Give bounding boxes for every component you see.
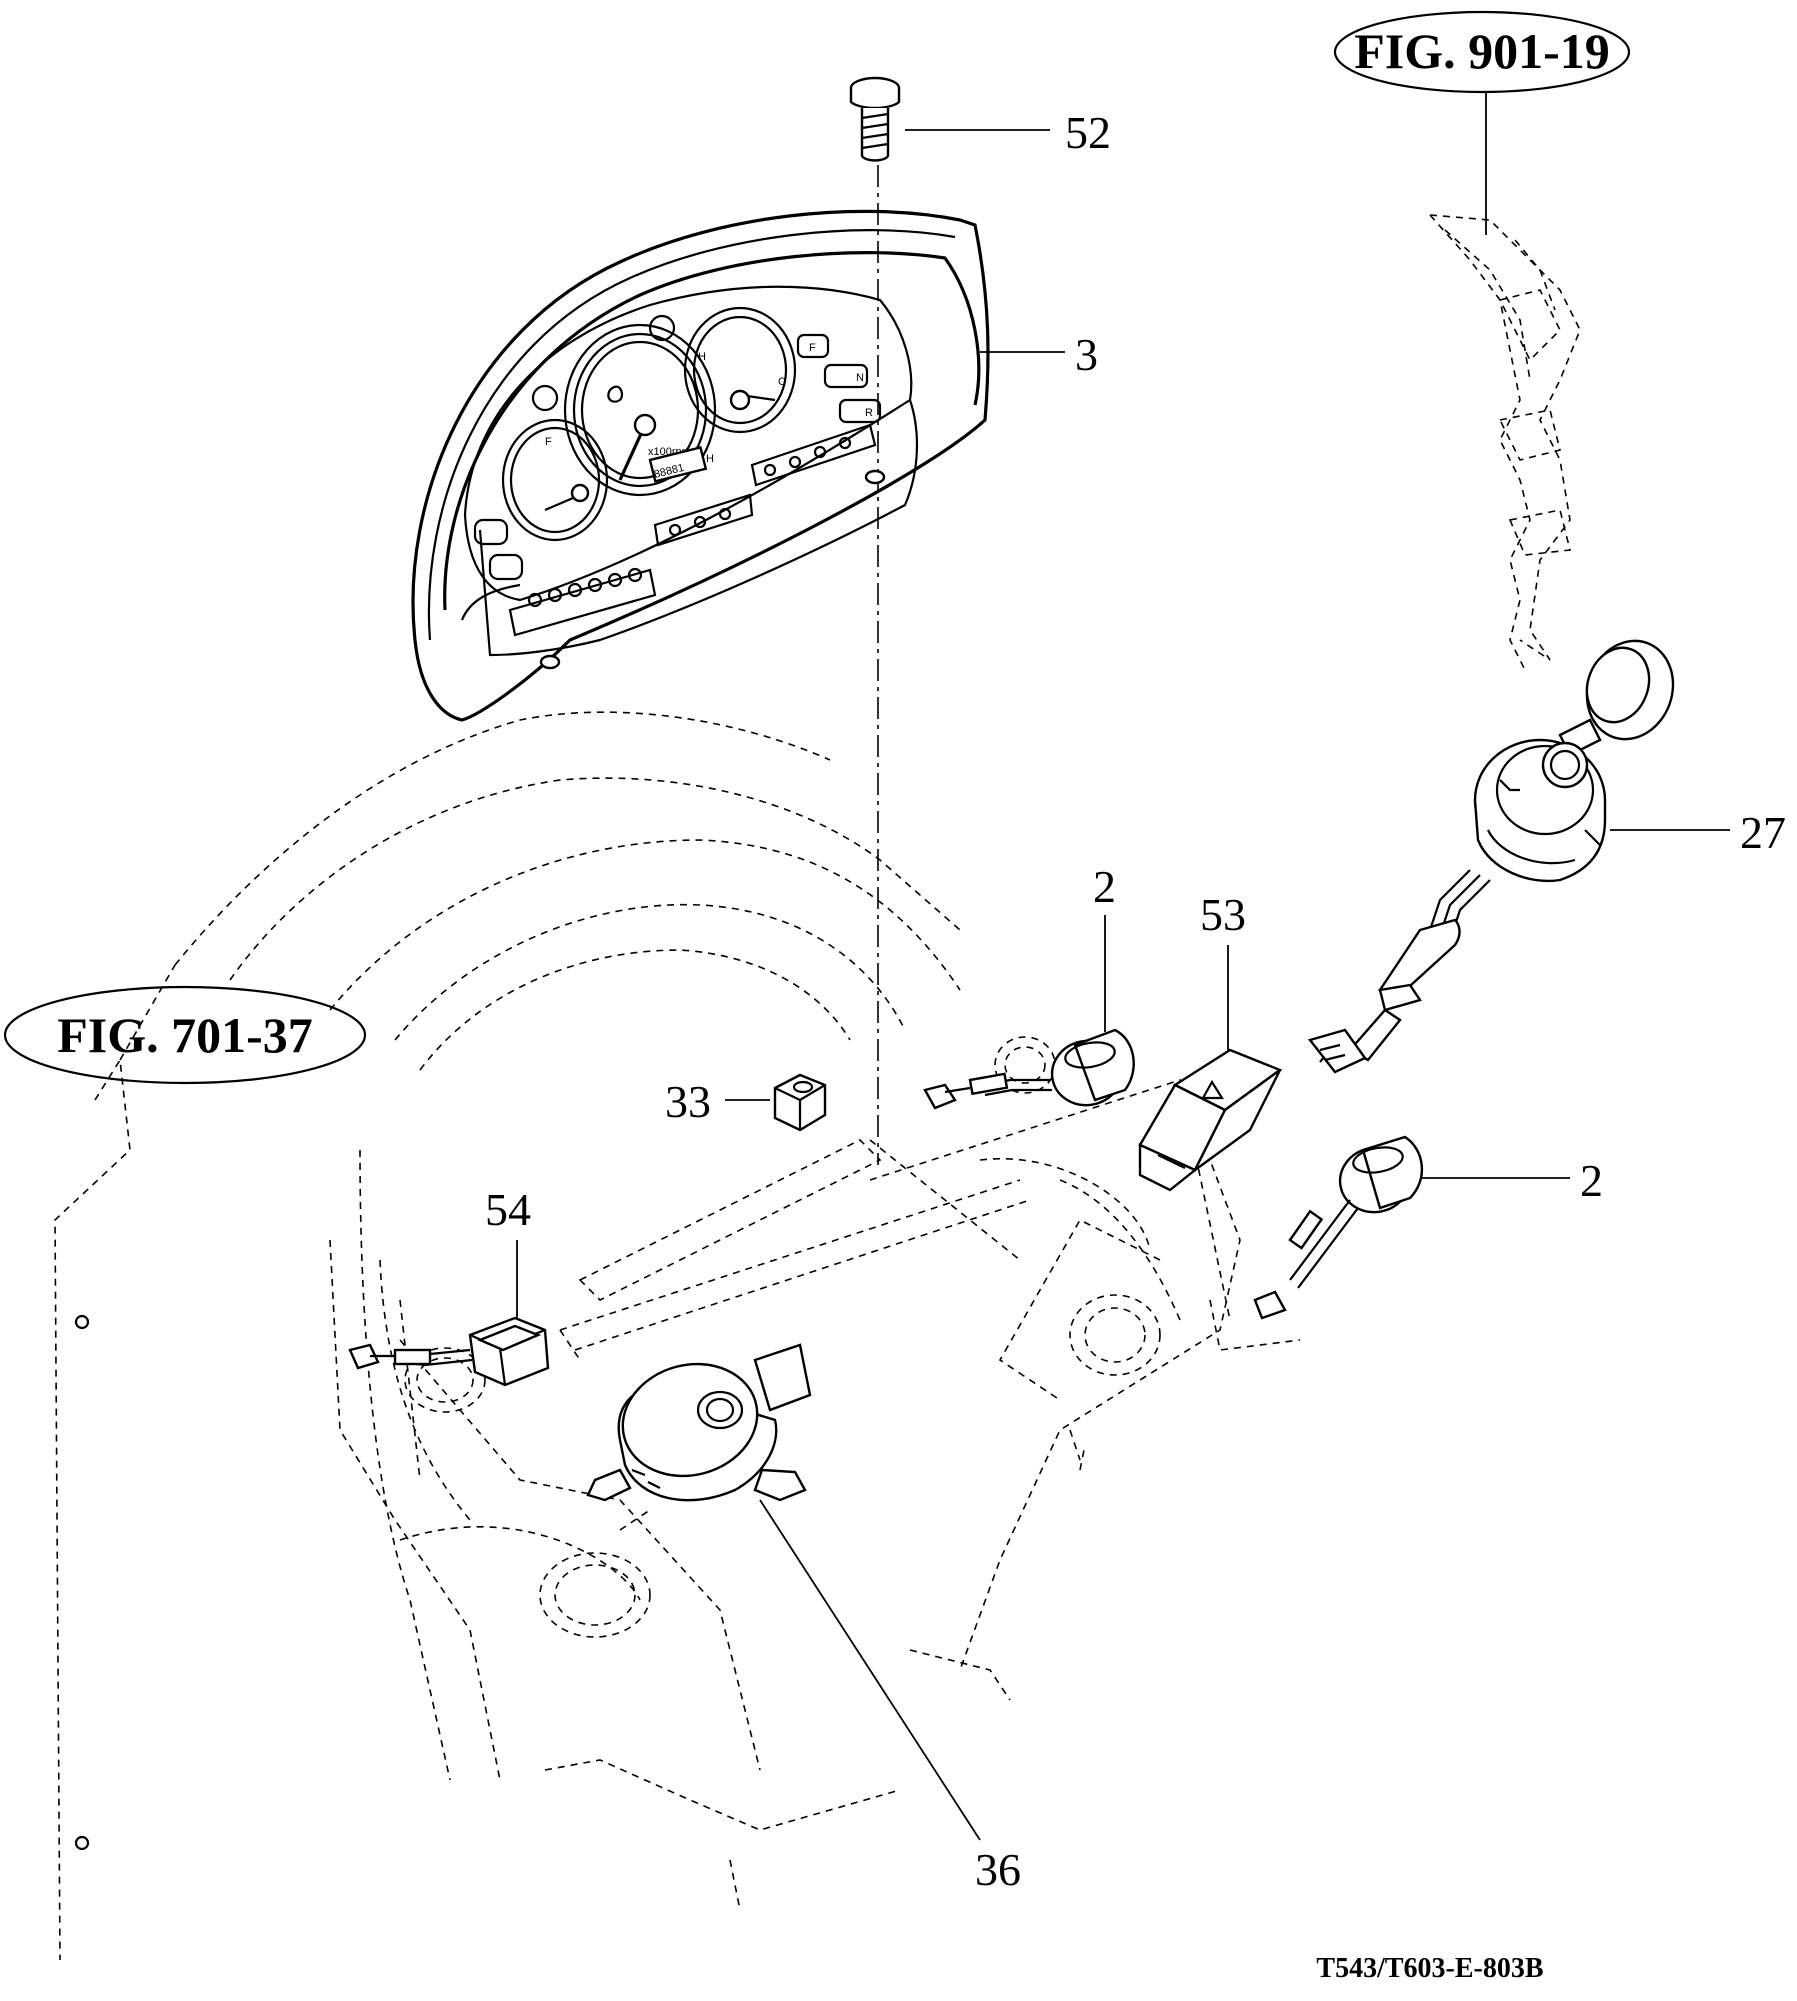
indicator-r: R — [865, 407, 873, 419]
part-36-combination-switch[interactable] — [586, 1343, 812, 1502]
part-2-switch-upper[interactable] — [923, 1028, 1135, 1111]
phantom-lever-assembly — [1429, 214, 1581, 671]
hour-meter-unit: H — [706, 453, 714, 465]
callout-2a: 2 — [1093, 861, 1116, 912]
callout-2b: 2 — [1580, 1155, 1603, 1206]
temp-cold-mark: C — [778, 376, 786, 388]
temp-hot-mark: H — [698, 351, 706, 363]
callout-36: 36 — [975, 1844, 1021, 1895]
part-27-key-switch[interactable] — [1307, 629, 1687, 1074]
part-53-hazard-switch[interactable] — [1138, 1048, 1283, 1192]
drawing-code: T543/T603-E-803B — [1316, 1953, 1543, 1984]
figure-ref-701-37[interactable]: FIG. 701-37 — [3, 985, 367, 1085]
figure-ref-901-19-label: FIG. 901-19 — [1354, 23, 1610, 79]
fuel-gauge-mark: F — [545, 436, 552, 448]
leader-36 — [759, 1499, 981, 1841]
part-33-clip[interactable] — [773, 1073, 827, 1132]
part-3-instrument-panel[interactable]: F x100rpm 88881 H H C F N R — [411, 209, 990, 722]
callout-33: 33 — [665, 1076, 711, 1127]
callout-54: 54 — [485, 1184, 531, 1235]
callout-3: 3 — [1075, 329, 1098, 380]
part-2-switch-lower[interactable] — [1253, 1135, 1424, 1320]
callout-52: 52 — [1065, 107, 1111, 158]
part-52-bolt[interactable] — [849, 76, 901, 162]
indicator-n: N — [856, 372, 864, 384]
figure-ref-901-19[interactable]: FIG. 901-19 — [1333, 10, 1631, 94]
figure-ref-701-37-label: FIG. 701-37 — [57, 1007, 313, 1063]
indicator-f: F — [809, 342, 816, 354]
callout-53: 53 — [1200, 889, 1246, 940]
callout-27: 27 — [1740, 807, 1786, 858]
phantom-dashboard-outline — [54, 711, 1301, 1961]
part-54-push-switch[interactable] — [348, 1316, 550, 1387]
